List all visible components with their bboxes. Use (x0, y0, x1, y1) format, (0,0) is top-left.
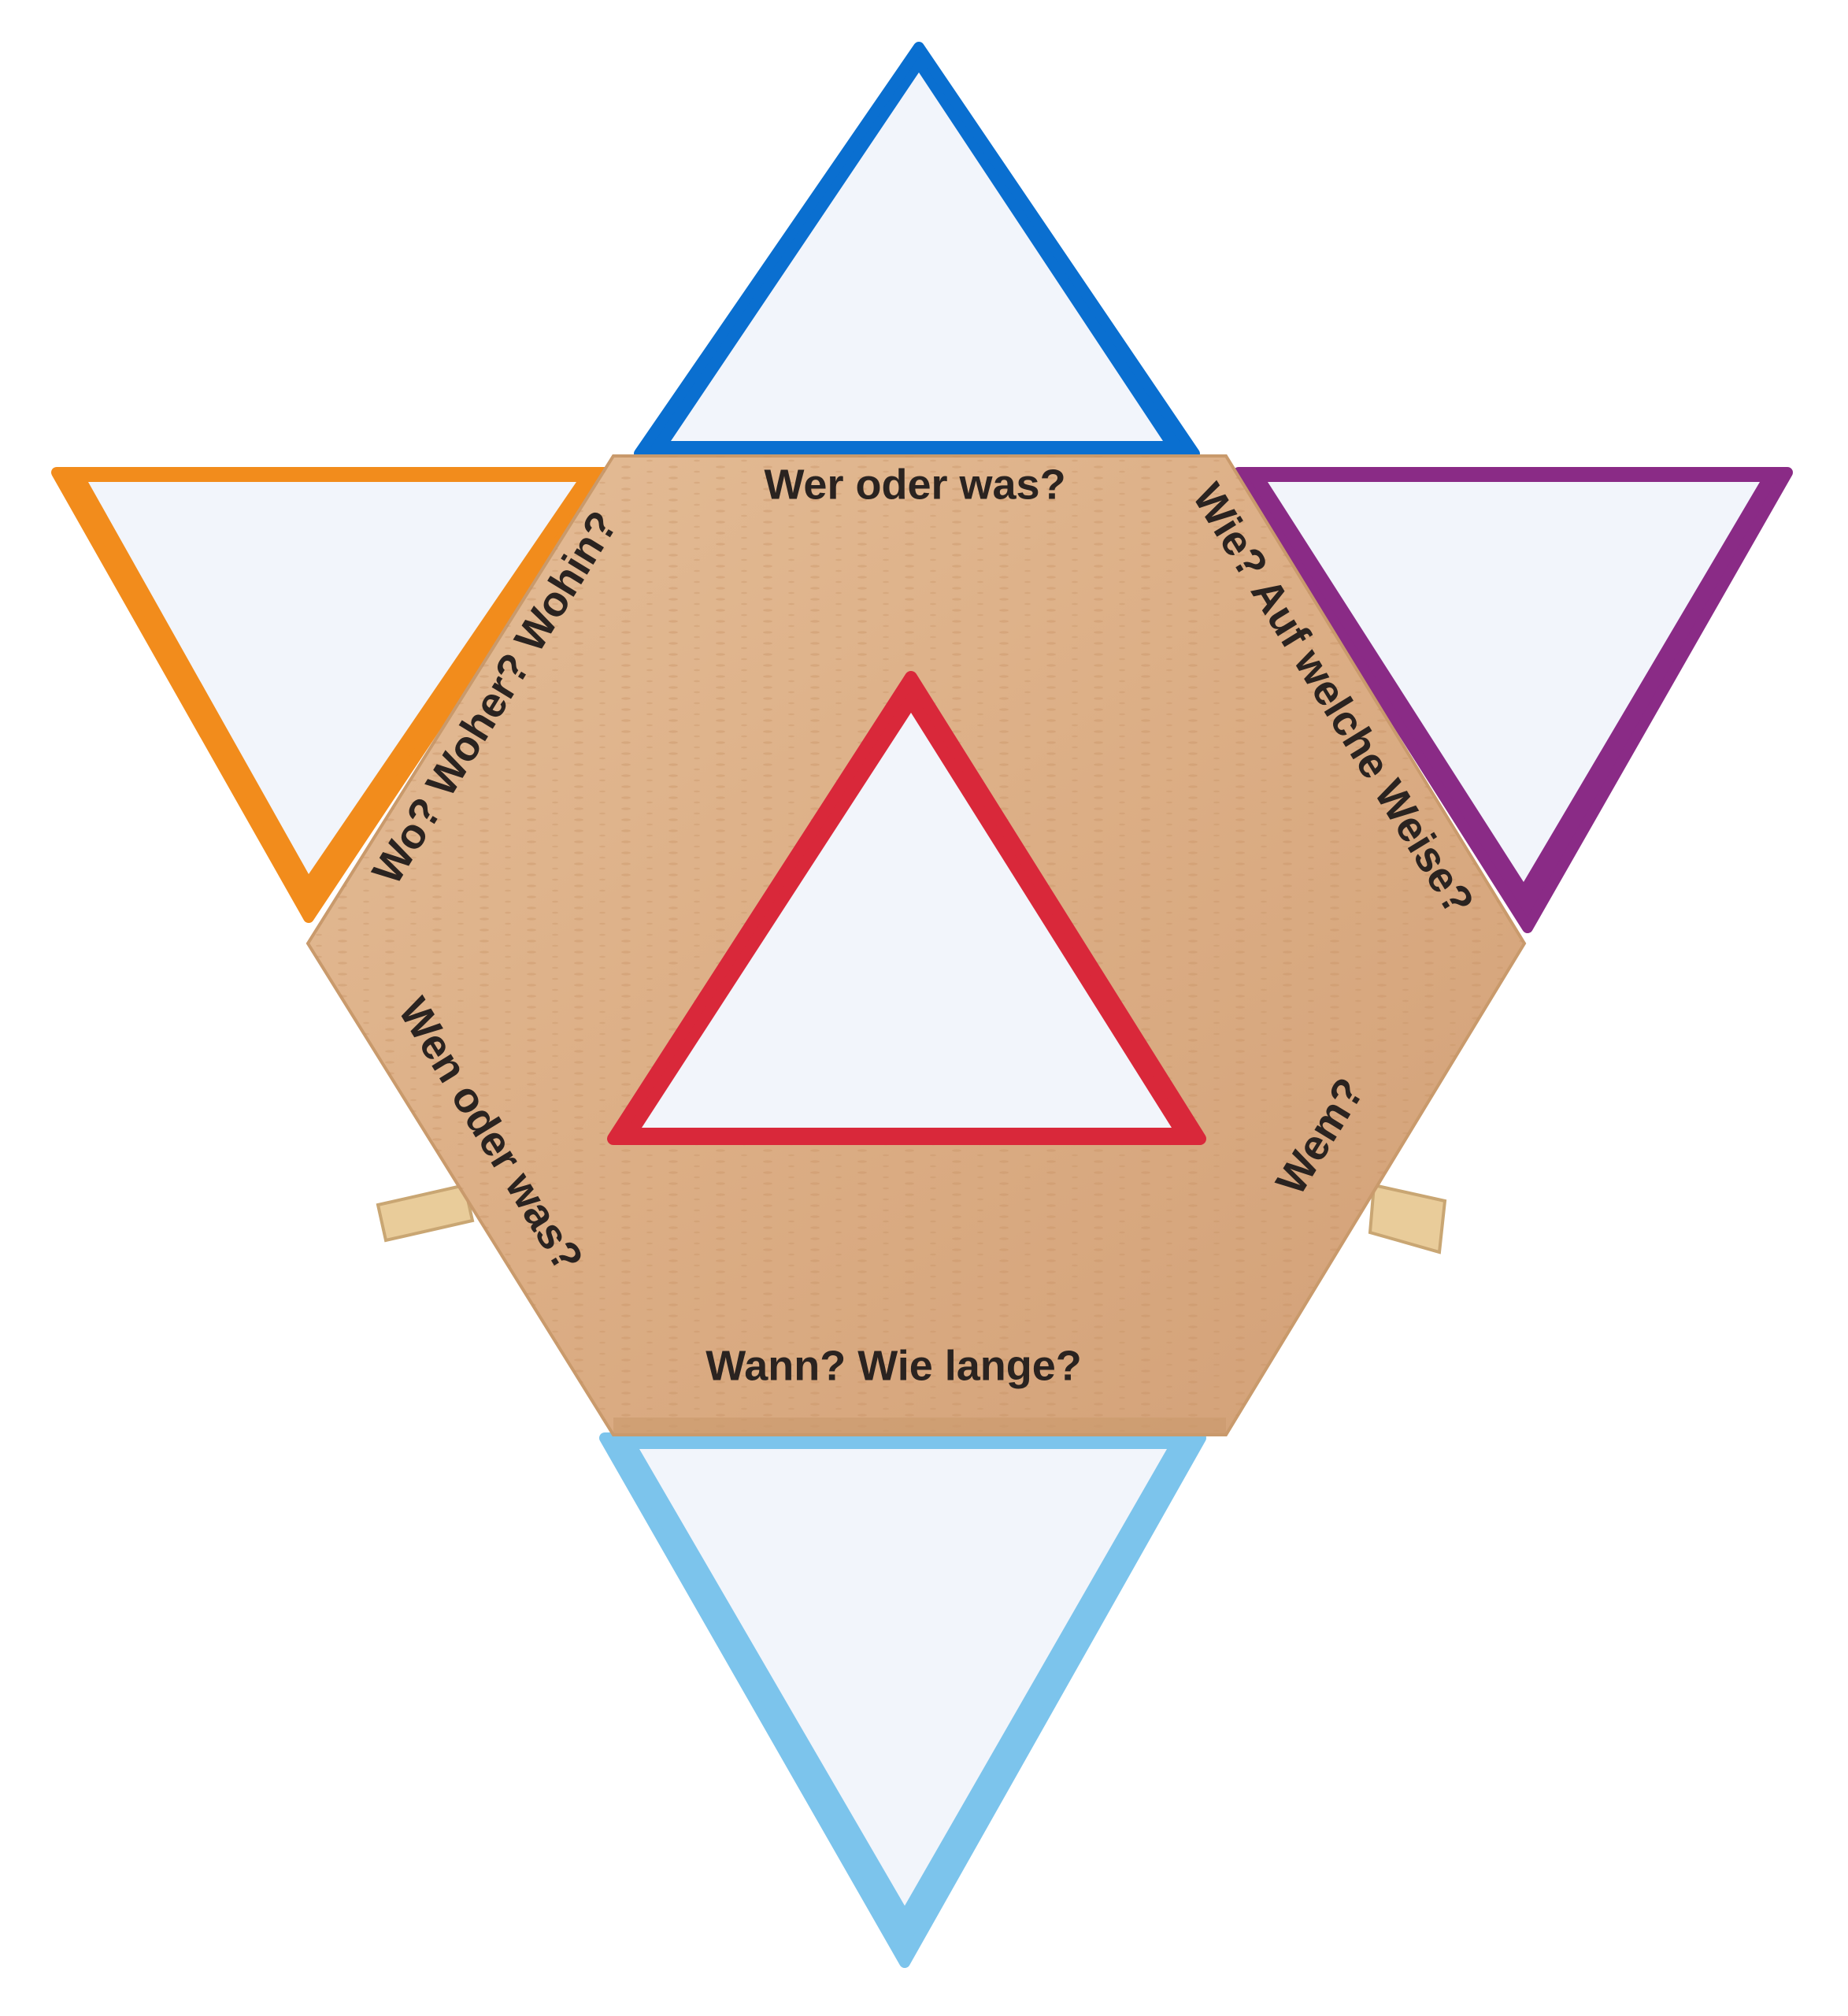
left-triangle-tile[interactable] (51, 467, 610, 923)
right-triangle-tile[interactable] (1233, 467, 1793, 933)
right-peg (1368, 1183, 1447, 1254)
top-triangle-tile[interactable] (634, 42, 1200, 459)
left-peg (376, 1183, 475, 1243)
label-bottom: Wann? Wie lange? (705, 1342, 1082, 1389)
bottom-triangle-tile[interactable] (599, 1432, 1206, 1968)
label-top: Wer oder was? (764, 461, 1065, 508)
center-triangle-tile[interactable] (607, 671, 1206, 1145)
